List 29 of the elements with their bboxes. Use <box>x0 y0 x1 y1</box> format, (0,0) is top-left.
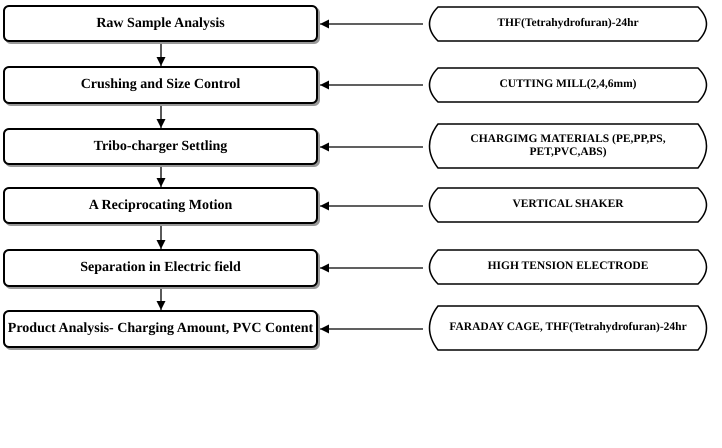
arrow <box>320 324 423 334</box>
condition-label: CHARGIMG MATERIALS (PE,PP,PS, PET,PVC,ABS) <box>469 132 667 160</box>
step-label: Crushing and Size Control <box>80 77 240 93</box>
arrow <box>156 224 166 249</box>
condition-label: CUTTING MILL(2,4,6mm) <box>499 78 637 92</box>
process-box <box>3 187 318 224</box>
condition-label: FARADAY CAGE, THF(Tetrahydrofuran)-24hr <box>449 321 687 335</box>
step-label: Product Analysis- Charging Amount, PVC Content <box>8 321 314 337</box>
arrow <box>156 42 166 66</box>
condition-label: THF(Tetrahydrofuran)-24hr <box>497 17 639 31</box>
step-label: Separation in Electric field <box>80 260 241 276</box>
arrow <box>156 104 166 128</box>
process-box <box>3 310 318 348</box>
arrow <box>320 19 423 29</box>
step-label: Tribo-charger Settling <box>94 138 228 154</box>
arrow <box>156 165 166 187</box>
arrow <box>320 80 423 90</box>
arrow <box>320 201 423 211</box>
process-box <box>3 128 318 165</box>
arrow <box>320 263 423 273</box>
arrow <box>320 142 423 152</box>
step-label: Raw Sample Analysis <box>96 16 225 32</box>
process-box <box>3 66 318 104</box>
condition-label: HIGH TENSION ELECTRODE <box>488 260 648 274</box>
condition-label: VERTICAL SHAKER <box>512 198 624 212</box>
arrow <box>156 287 166 310</box>
step-label: A Reciprocating Motion <box>88 198 232 214</box>
process-box <box>3 249 318 287</box>
process-box <box>3 5 318 42</box>
